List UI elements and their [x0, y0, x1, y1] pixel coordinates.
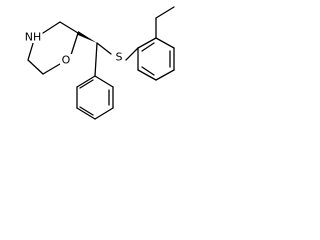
ethylphenyl-ring [137, 37, 175, 81]
bond-c3-c4 [27, 59, 44, 75]
nitrogen-label: NH [25, 31, 42, 44]
phenyl-ring [76, 75, 114, 120]
bond-c1-c2 [59, 21, 79, 34]
bond-c-phenyl [94, 42, 98, 77]
ethyl-group [155, 6, 175, 39]
chemical-structure-diagram: NH O S [24, 6, 175, 120]
bond-c4-n [27, 39, 35, 61]
sulfur-label: S [116, 51, 123, 64]
bond-s-aryl [125, 47, 139, 61]
bond-n-c1 [42, 21, 61, 34]
bond-c-s [96, 42, 112, 55]
morpholine-ring [27, 21, 79, 75]
bond-o-c3 [42, 63, 61, 75]
atom-labels: NH O S [24, 30, 125, 67]
chiral-center-bonds [94, 42, 139, 77]
bond-c2-o [70, 32, 79, 56]
oxygen-label: O [62, 54, 71, 67]
wedge-bond [78, 31, 97, 43]
